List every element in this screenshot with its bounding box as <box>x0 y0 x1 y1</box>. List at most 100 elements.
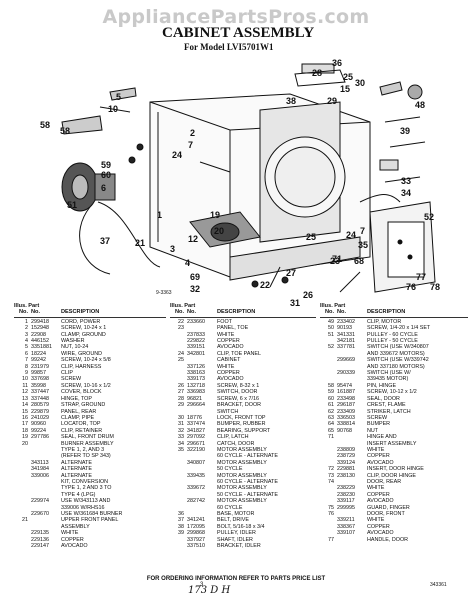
callout-label: 4 <box>185 258 191 268</box>
callout-label: 24 <box>172 150 183 160</box>
illus-number: 30 <box>178 414 184 421</box>
illus-number: 35 <box>178 446 184 453</box>
callout-label: 76 <box>406 282 417 292</box>
part-description: WHITE <box>367 446 385 453</box>
part-number: 99242 <box>31 357 46 364</box>
part-description: 50 CYCLE <box>217 466 243 473</box>
part-description: AVOCADO <box>367 498 394 505</box>
callout-label: 23 <box>330 256 341 266</box>
illus-number: 2 <box>25 325 28 332</box>
part-description: 339006 W/RHS16 <box>61 504 105 511</box>
illus-number: 38 <box>178 523 184 530</box>
part-description: USE W/361684 BURNER <box>61 511 123 517</box>
part-number: 297092 <box>187 434 205 441</box>
part-number: 233498 <box>337 395 355 402</box>
table-header: Illus. Part No. No. DESCRIPTION <box>14 303 166 318</box>
callout-label: 27 <box>286 268 297 278</box>
part-description: TYPE 1, 2 AND 3 TO <box>61 485 112 492</box>
part-description: BURNER ASSEMBLY <box>61 440 114 447</box>
illus-number <box>14 543 31 549</box>
illus-number: 76 <box>328 511 334 517</box>
callout-label: 12 <box>188 234 199 244</box>
table-row: 60 CYCLE - ALTERNATE <box>170 479 316 485</box>
part-number: 22908 <box>31 331 46 338</box>
part-description: SCREW, 1/4-20 x 1/4 SET <box>367 325 431 332</box>
callout-label: 36 <box>332 58 343 68</box>
part-number: 299995 <box>337 504 355 511</box>
part-description: KIT, CONVERSION <box>61 478 109 485</box>
part-description: ALTERNATE <box>61 459 92 466</box>
illus-number: 22 <box>178 318 184 325</box>
part-description: TYPE 4 (LPG) <box>61 491 96 498</box>
illus-number: 3 <box>25 331 28 338</box>
part-description: SCREW, 10-24 x 5/8 <box>61 357 111 364</box>
handwritten-note: 173 D H <box>188 585 231 596</box>
part-number: 233660 <box>187 318 205 325</box>
part-description: SCREW, 10-24 x 1 <box>61 325 107 332</box>
illus-number: 1 <box>25 318 28 325</box>
part-description: AVOCADO <box>217 376 244 383</box>
callout-label: 38 <box>286 96 297 106</box>
illus-number: 77 <box>328 536 334 543</box>
callout-label: 24 <box>346 230 357 240</box>
table-row: 60 CYCLE <box>170 505 316 511</box>
part-number: 339107 <box>337 530 355 537</box>
illus-number: 50 <box>328 325 334 332</box>
illus-number: 13 <box>22 395 28 402</box>
table-row: (REFER TO SP 343) <box>14 453 166 459</box>
illus-number: 39 <box>178 530 184 537</box>
part-number: 337447 <box>31 389 49 396</box>
part-description: DOOR, REAR <box>367 478 402 485</box>
callout-label: 2 <box>190 128 196 138</box>
part-description: LOCK, FRONT TOP <box>217 414 266 421</box>
part-description: 339435 MOTOR) <box>367 376 409 383</box>
part-number: 299418 <box>31 318 49 325</box>
table-row: 50 CYCLE - ALTERNATE <box>170 492 316 498</box>
part-description: COPPER <box>217 338 240 345</box>
part-number: 339211 <box>337 517 355 524</box>
part-description: AVOCADO <box>367 530 394 537</box>
part-description: WIRE, GROUND <box>61 350 103 357</box>
part-number: 342181 <box>337 338 355 345</box>
part-number: 18776 <box>187 414 202 421</box>
part-description: AND 337180 MOTORS) <box>367 363 425 370</box>
table-row: ASSEMBLY <box>14 524 166 530</box>
illus-number: 52 <box>328 344 334 351</box>
exploded-diagram <box>61 63 436 293</box>
part-description: SWITCH, DOOR <box>217 389 258 396</box>
part-description: AND 339672 MOTORS) <box>367 350 425 357</box>
part-number: 90768 <box>337 427 352 434</box>
part-number: 299868 <box>187 530 205 537</box>
part-description: SCREW, 10-16 x 1/2 <box>61 382 111 389</box>
callout-label: 58 <box>60 126 71 136</box>
illus-number: 73 <box>328 472 334 479</box>
part-description: ALTERNATE <box>61 466 92 473</box>
part-number: 339435 <box>187 472 205 479</box>
callout-label: 69 <box>190 272 201 282</box>
callout-label: 32 <box>190 284 201 294</box>
table-row: SWITCH <box>170 409 316 415</box>
illus-number: 62 <box>328 408 334 415</box>
callout-label: 31 <box>290 298 301 308</box>
part-description: HINGE AND <box>367 434 397 441</box>
part-description: STRAP, GROUND <box>61 402 106 409</box>
document-number: 343361 <box>430 582 447 588</box>
model-subtitle: For Model LVI5701W1 <box>184 42 274 52</box>
part-number: 152948 <box>31 325 49 332</box>
